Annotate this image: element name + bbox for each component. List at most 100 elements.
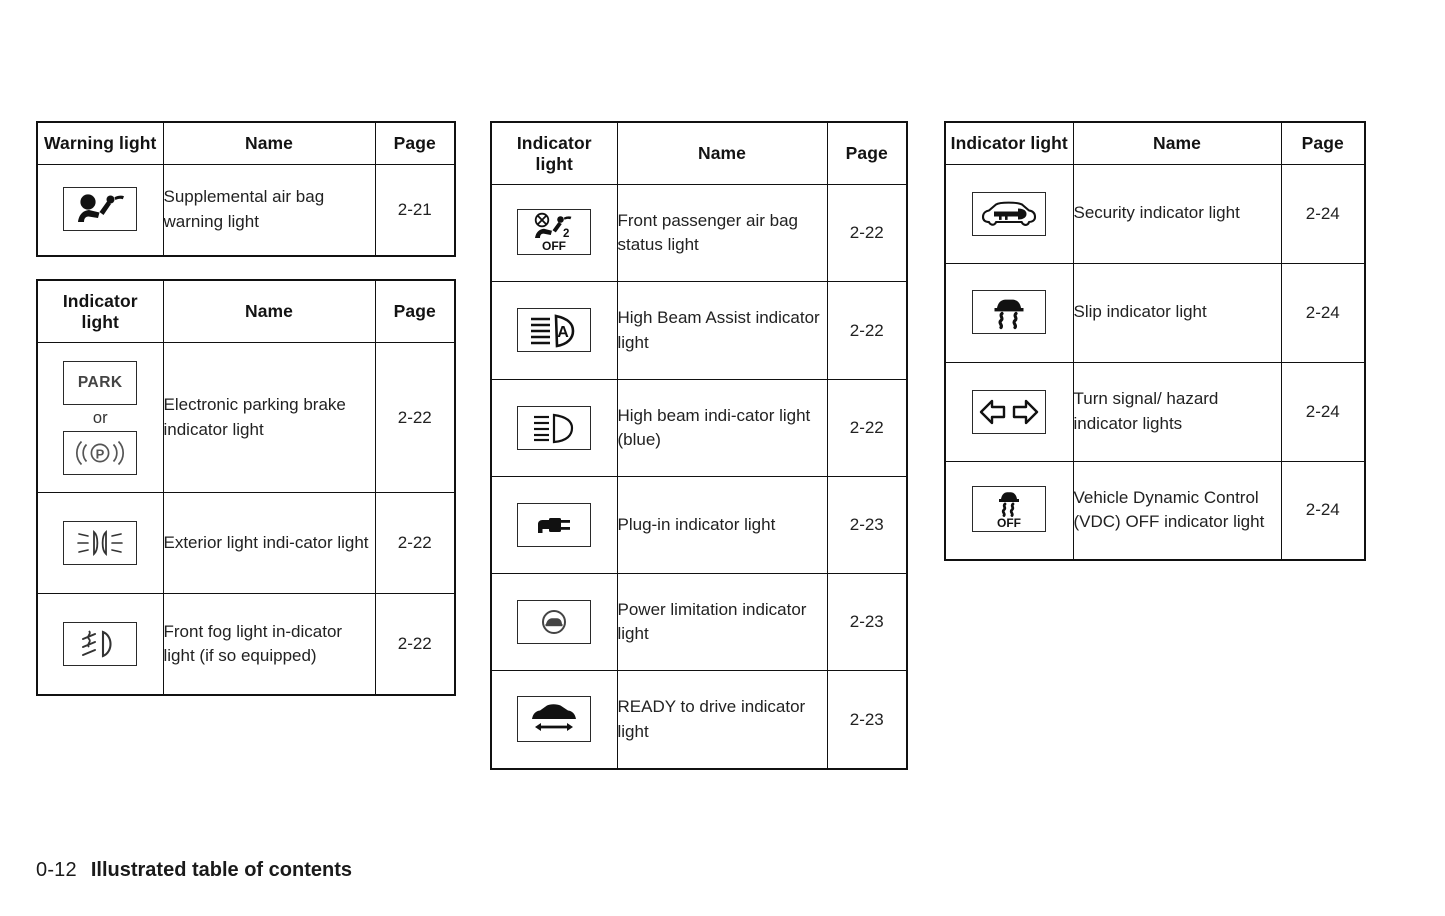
- header-indicator-light: Indicator light: [36, 279, 164, 344]
- indicator-light-table-middle: Indicator light Name Page: [490, 121, 908, 770]
- icon-cell: [944, 262, 1074, 363]
- page-ref: 2-24: [1280, 361, 1366, 462]
- page-ref: 2-23: [826, 573, 908, 672]
- icon-cell: [490, 670, 618, 770]
- page-ref: 2-22: [826, 281, 908, 381]
- header-page: Page: [826, 121, 908, 186]
- table-row: Plug-in indicator light 2-23: [490, 476, 908, 575]
- page-ref: 2-23: [826, 476, 908, 575]
- icon-cell: [490, 476, 618, 575]
- park-text: PARK: [77, 374, 123, 392]
- page-ref: 2-24: [1280, 262, 1366, 363]
- table-row: OFF Vehicle Dynamic Control (VDC) OFF in…: [944, 460, 1366, 561]
- icon-cell: A: [490, 281, 618, 381]
- light-name: High Beam Assist indicator light: [616, 281, 828, 381]
- header-name: Name: [616, 121, 828, 186]
- header-page: Page: [374, 121, 456, 165]
- left-column: Warning light Name Page: [36, 121, 456, 696]
- page-ref: 2-22: [374, 492, 456, 595]
- indicator-light-table-left: Indicator light Name Page PARK or: [36, 279, 456, 696]
- high-beam-icon: [517, 406, 592, 451]
- page-ref: 2-21: [374, 163, 456, 257]
- page-ref: 2-22: [826, 379, 908, 478]
- light-name: Turn signal/ hazard indicator lights: [1072, 361, 1282, 462]
- header-indicator-light: Indicator light: [490, 121, 618, 186]
- front-passenger-air-bag-status-icon: 2 OFF: [517, 208, 592, 255]
- power-limitation-icon: [517, 600, 592, 645]
- table-row: Security indicator light 2-24: [944, 163, 1366, 264]
- light-name: Exterior light indi-cator light: [162, 492, 376, 595]
- plug-in-icon: [517, 503, 592, 548]
- icon-cell: [490, 573, 618, 672]
- page-footer: 0-12 Illustrated table of contents: [36, 859, 352, 882]
- table-row: Slip indicator light 2-24: [944, 262, 1366, 363]
- table-row: READY to drive indicator light 2-23: [490, 670, 908, 770]
- icon-cell: [944, 361, 1074, 462]
- icon-cell: [36, 163, 164, 257]
- electronic-parking-brake-park-icon: PARK: [63, 361, 138, 406]
- svg-text:P: P: [96, 446, 105, 461]
- icon-cell: [36, 593, 164, 696]
- middle-column: Indicator light Name Page: [490, 121, 908, 770]
- high-beam-assist-icon: A: [517, 308, 592, 353]
- light-name: Plug-in indicator light: [616, 476, 828, 575]
- table-header-row: Indicator light Name Page: [36, 279, 456, 344]
- icon-cell: OFF: [944, 460, 1074, 561]
- icon-cell: 2 OFF: [490, 184, 618, 283]
- warning-light-table: Warning light Name Page: [36, 121, 456, 258]
- light-name: Electronic parking brake indicator light: [162, 342, 376, 494]
- footer-page-number: 0-12: [36, 859, 77, 881]
- airbag-off-text: OFF: [542, 239, 566, 253]
- page-ref: 2-22: [374, 593, 456, 696]
- table-row: Supplemental air bag warning light 2-21: [36, 163, 456, 257]
- security-indicator-icon: [972, 191, 1047, 236]
- page-ref: 2-22: [374, 342, 456, 494]
- header-name: Name: [162, 121, 376, 165]
- light-name: Slip indicator light: [1072, 262, 1282, 363]
- light-name: Front fog light in-dicator light (if so …: [162, 593, 376, 696]
- header-name: Name: [162, 279, 376, 344]
- icon-cell: PARK or: [36, 342, 164, 494]
- ready-to-drive-icon: [517, 695, 592, 742]
- icon-cell: [944, 163, 1074, 264]
- table-row: High beam indi-cator light (blue) 2-22: [490, 379, 908, 478]
- vdc-off-text: OFF: [997, 516, 1021, 530]
- slip-indicator-icon: [972, 290, 1047, 335]
- table-row: A High Beam Assist indicator light 2-22: [490, 281, 908, 381]
- exterior-light-icon: [63, 521, 138, 566]
- table-row: 2 OFF Front passenger air bag status lig…: [490, 184, 908, 283]
- table-row: Power limitation indicator light 2-23: [490, 573, 908, 672]
- page-ref: 2-22: [826, 184, 908, 283]
- icon-cell: [490, 379, 618, 478]
- table-row: Front fog light in-dicator light (if so …: [36, 593, 456, 696]
- footer-title: Illustrated table of contents: [90, 859, 352, 881]
- table-header-row: Indicator light Name Page: [944, 121, 1366, 165]
- header-indicator-light: Indicator light: [944, 121, 1074, 165]
- light-name: Security indicator light: [1072, 163, 1282, 264]
- light-name: High beam indi-cator light (blue): [616, 379, 828, 478]
- light-name: Vehicle Dynamic Control (VDC) OFF indica…: [1072, 460, 1282, 561]
- right-column: Indicator light Name Page: [944, 121, 1366, 562]
- header-warning-light: Warning light: [36, 121, 164, 165]
- vdc-off-icon: OFF: [972, 485, 1047, 532]
- header-name: Name: [1072, 121, 1282, 165]
- table-row: PARK or: [36, 342, 456, 494]
- table-row: Exterior light indi-cator light 2-22: [36, 492, 456, 595]
- light-name: Power limitation indicator light: [616, 573, 828, 672]
- front-fog-light-icon: [63, 622, 138, 667]
- page-ref: 2-23: [826, 670, 908, 770]
- header-page: Page: [374, 279, 456, 344]
- turn-signal-hazard-icon: [972, 389, 1047, 434]
- electronic-parking-brake-icon: P: [63, 430, 138, 475]
- header-page: Page: [1280, 121, 1366, 165]
- or-separator-label: or: [92, 409, 108, 428]
- light-name: Front passenger air bag status light: [616, 184, 828, 283]
- icon-cell: [36, 492, 164, 595]
- airbag-seat-number: 2: [563, 228, 569, 240]
- indicator-light-table-right: Indicator light Name Page: [944, 121, 1366, 562]
- table-header-row: Warning light Name Page: [36, 121, 456, 165]
- table-header-row: Indicator light Name Page: [490, 121, 908, 186]
- page-ref: 2-24: [1280, 460, 1366, 561]
- supplemental-air-bag-warning-icon: [63, 187, 138, 232]
